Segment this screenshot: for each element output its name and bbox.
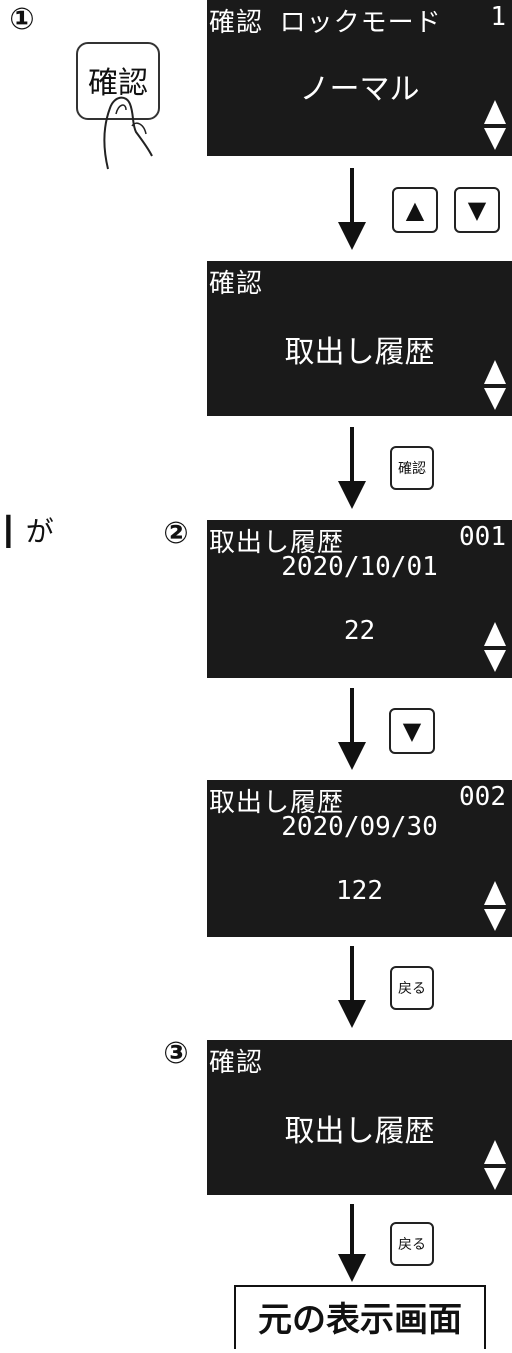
lcd-header: 取出し履歴 bbox=[209, 788, 345, 818]
confirm-key-label: 確認 bbox=[398, 461, 426, 477]
down-triangle-icon: ▼ bbox=[402, 717, 422, 745]
back-key-icon: 戻る bbox=[390, 1222, 434, 1266]
confirm-button-label: 確認 bbox=[88, 66, 148, 101]
scroll-up-down-icon bbox=[484, 622, 506, 672]
lcd-header: 確認 bbox=[209, 269, 264, 299]
confirm-key-icon: 確認 bbox=[390, 446, 434, 490]
lcd-page-number: 1 bbox=[490, 2, 506, 32]
back-key-icon: 戻る bbox=[390, 966, 434, 1010]
up-triangle-icon: ▲ bbox=[405, 196, 425, 224]
lcd-main-text: 取出し履歴 bbox=[284, 1114, 435, 1149]
down-arrow-icon bbox=[338, 946, 366, 1028]
confirm-button-illustration: 確認 bbox=[76, 42, 160, 120]
lcd-screen-history-001: 取出し履歴 001 2020/10/01 22 bbox=[207, 520, 512, 678]
step-3-number: ③ bbox=[163, 1036, 189, 1071]
lcd-header: 確認 bbox=[209, 1048, 264, 1078]
lcd-header: 取出し履歴 bbox=[209, 528, 345, 558]
step-1-number: ① bbox=[9, 2, 35, 37]
lcd-screen-confirm-history-return: 確認 取出し履歴 bbox=[207, 1040, 512, 1195]
back-key-label: 戻る bbox=[398, 981, 426, 997]
lcd-screen-history-002: 取出し履歴 002 2020/09/30 122 bbox=[207, 780, 512, 937]
lcd-main-text: 取出し履歴 bbox=[284, 335, 435, 370]
final-label: 元の表示画面 bbox=[258, 1300, 462, 1340]
scroll-up-down-icon bbox=[484, 360, 506, 410]
back-key-label: 戻る bbox=[398, 1237, 426, 1253]
down-key-icon: ▼ bbox=[389, 708, 435, 754]
lcd-screen-confirm-history: 確認 取出し履歴 bbox=[207, 261, 512, 416]
down-arrow-icon bbox=[338, 427, 366, 509]
lcd-date: 2020/09/30 bbox=[281, 812, 438, 842]
lcd-date: 2020/10/01 bbox=[281, 552, 438, 582]
finger-press-icon bbox=[103, 96, 153, 170]
down-arrow-icon bbox=[338, 1204, 366, 1282]
scroll-up-down-icon bbox=[484, 881, 506, 931]
lcd-value: 22 bbox=[343, 616, 376, 646]
down-triangle-icon: ▼ bbox=[467, 196, 487, 224]
lcd-record-number: 002 bbox=[459, 782, 506, 812]
lcd-main-text: ノーマル bbox=[299, 72, 420, 107]
down-arrow-icon bbox=[338, 688, 366, 770]
lcd-header: 確認 ロックモード bbox=[209, 8, 442, 38]
lcd-value: 122 bbox=[336, 876, 383, 906]
step-2-number: ② bbox=[163, 516, 189, 551]
lcd-record-number: 001 bbox=[459, 522, 506, 552]
up-key-icon: ▲ bbox=[392, 187, 438, 233]
edge-text-fragment: ┃ が bbox=[0, 515, 54, 548]
original-display-screen-box: 元の表示画面 bbox=[234, 1285, 486, 1349]
scroll-up-down-icon bbox=[484, 1140, 506, 1190]
lcd-screen-lock-mode: 確認 ロックモード 1 ノーマル bbox=[207, 0, 512, 156]
down-arrow-icon bbox=[338, 168, 366, 250]
scroll-up-down-icon bbox=[484, 100, 506, 150]
down-key-icon: ▼ bbox=[454, 187, 500, 233]
